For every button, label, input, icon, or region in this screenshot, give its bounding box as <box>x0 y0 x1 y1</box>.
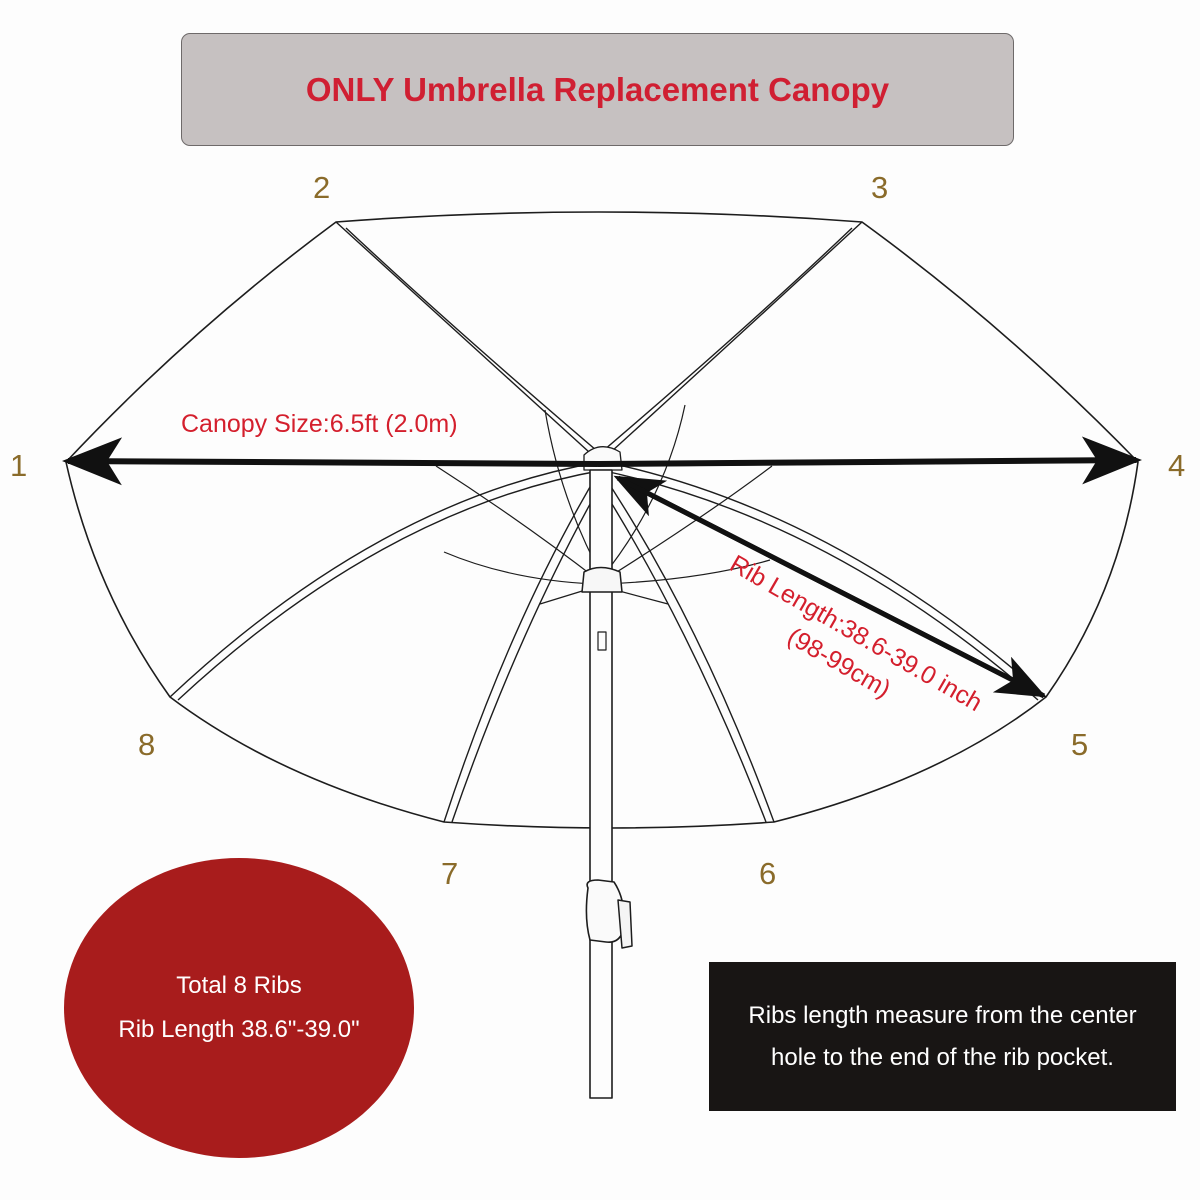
tilt-button <box>597 631 607 651</box>
crank-handle <box>617 899 633 949</box>
stretchers <box>435 404 773 605</box>
runner-hub <box>581 566 623 593</box>
rib-number-1: 1 <box>10 448 28 483</box>
title-banner: ONLY Umbrella Replacement Canopy <box>181 33 1014 146</box>
canopy-size-arrow-right <box>597 436 1142 485</box>
note-line1: Ribs length measure from the center <box>748 1002 1137 1030</box>
rib-number-3: 3 <box>871 170 889 205</box>
pole <box>589 469 613 1099</box>
rib-number-4: 4 <box>1168 448 1186 483</box>
rib-number-7: 7 <box>441 856 459 891</box>
rib-number-6: 6 <box>759 856 777 891</box>
umbrella-illustration <box>65 211 1139 1099</box>
badge-line2: Rib Length 38.6"-39.0" <box>118 1016 360 1043</box>
rib-count-badge: Total 8 Ribs Rib Length 38.6"-39.0" <box>64 858 414 1158</box>
rib-length-arrow-end <box>618 476 1047 698</box>
rib-number-5: 5 <box>1071 727 1089 762</box>
canopy-outline <box>65 211 1139 829</box>
badge-line1: Total 8 Ribs <box>176 971 302 999</box>
note-line2: hole to the end of the rib pocket. <box>771 1043 1114 1071</box>
rib-number-2: 2 <box>313 170 331 205</box>
canopy-size-arrow <box>62 437 599 486</box>
canopy-size-label: Canopy Size:6.5ft (2.0m) <box>181 410 458 438</box>
measurement-note: Ribs length measure from the center hole… <box>709 962 1176 1111</box>
rib-number-8: 8 <box>138 727 156 762</box>
title-text: ONLY Umbrella Replacement Canopy <box>305 70 890 108</box>
